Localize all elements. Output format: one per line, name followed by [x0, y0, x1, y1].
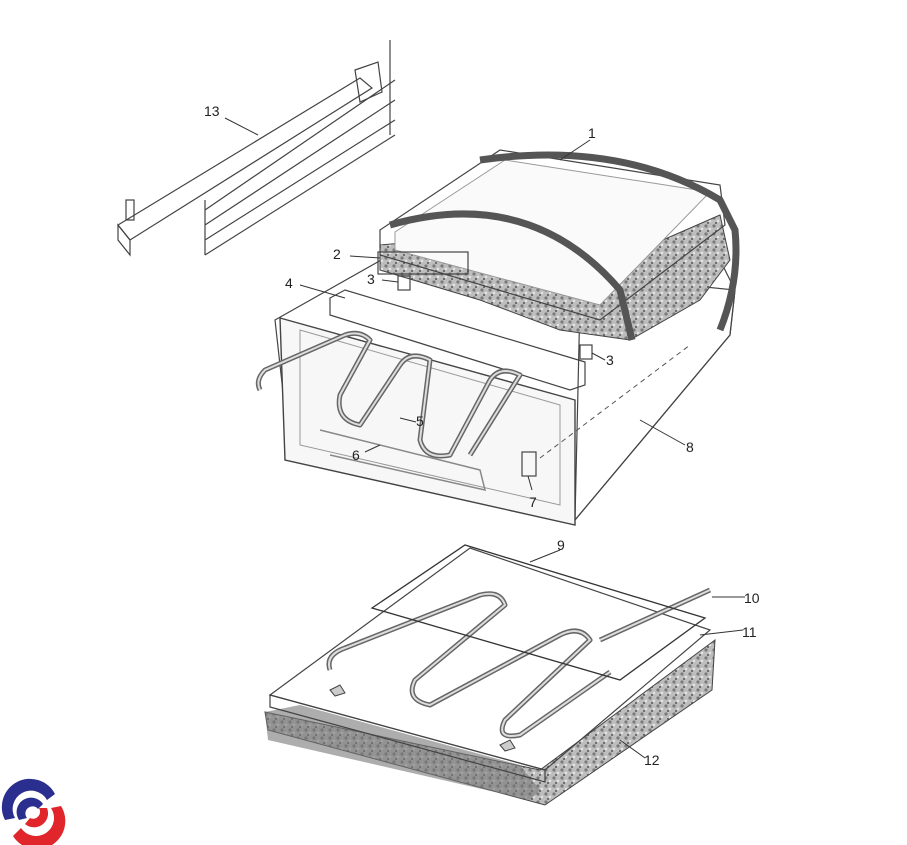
callout-9: 9 [557, 537, 565, 553]
bracket-left [397, 275, 411, 291]
callout-2: 2 [333, 246, 341, 262]
callout-1: 1 [588, 125, 596, 141]
callout-12: 12 [644, 752, 660, 768]
shelf-rail-rack [117, 40, 396, 257]
insulation-strap [389, 151, 740, 341]
callout-4: 4 [285, 275, 293, 291]
callout-5: 5 [416, 413, 424, 429]
callout-3-right: 3 [606, 352, 614, 368]
grill-element [255, 330, 523, 459]
callout-11: 11 [742, 624, 757, 640]
element-clip [521, 451, 537, 477]
front-trim [329, 289, 586, 391]
base-tray [268, 547, 712, 783]
base-element [326, 587, 712, 739]
callout-8: 8 [686, 439, 694, 455]
brand-logo [1, 778, 66, 845]
callout-10: 10 [744, 590, 760, 606]
bracket-right [579, 344, 593, 360]
element-cover-plate [370, 544, 707, 681]
callout-3-left: 3 [367, 271, 375, 287]
leader-lines [224, 117, 745, 759]
bottom-insulation [264, 638, 716, 806]
duct [377, 251, 469, 275]
callout-7: 7 [529, 494, 537, 510]
callout-6: 6 [352, 447, 360, 463]
callout-13: 13 [204, 103, 220, 119]
element-frame [319, 429, 487, 491]
